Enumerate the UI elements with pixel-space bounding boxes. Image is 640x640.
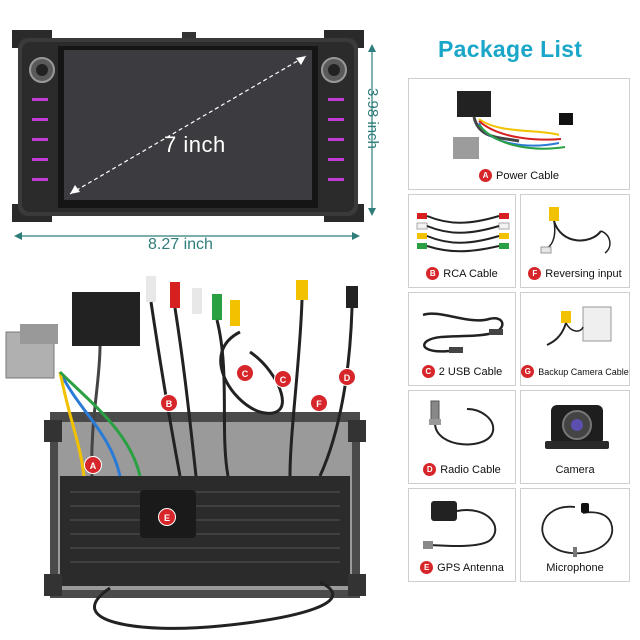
- backup-camera-cable-icon: [546, 306, 612, 346]
- badge: A: [479, 169, 492, 182]
- gps-antenna-icon: [423, 501, 497, 549]
- usb-cable-icon: [422, 312, 504, 353]
- item-camera: Camera: [520, 390, 630, 484]
- camera-icon: [545, 405, 609, 449]
- item-label: Power Cable: [496, 169, 559, 182]
- badge: G: [521, 365, 535, 378]
- item-reversing-input: F Reversing input: [520, 194, 630, 288]
- power-cable-icon: [453, 91, 573, 159]
- width-dimension-arrow: [14, 232, 360, 240]
- item-label: Microphone: [546, 562, 604, 574]
- badge: B: [426, 267, 440, 280]
- item-rca-cable: B RCA Cable: [408, 194, 516, 288]
- kit-marker-d: D: [338, 368, 356, 386]
- head-unit-frame: [12, 30, 364, 222]
- item-gps-antenna: E GPS Antenna: [408, 488, 516, 582]
- package-list-title: Package List: [438, 36, 583, 62]
- item-label: RCA Cable: [443, 267, 498, 280]
- item-usb-cable: C 2 USB Cable: [408, 292, 516, 386]
- rca-cable-icon: [416, 213, 510, 253]
- badge: E: [420, 561, 434, 574]
- item-label: 2 USB Cable: [438, 365, 503, 378]
- wiring-kit-illustration: [5, 276, 366, 630]
- width-label: 8.27 inch: [148, 236, 213, 253]
- wiring-kit-image: A B C C F D E: [0, 262, 400, 640]
- reversing-input-icon: [540, 207, 611, 254]
- item-label: Reversing input: [545, 267, 622, 280]
- badge: D: [423, 463, 437, 476]
- item-label: Backup Camera Cable: [538, 366, 629, 377]
- kit-marker-a: A: [84, 456, 102, 474]
- kit-marker-e: E: [158, 508, 176, 526]
- item-label: Radio Cable: [440, 463, 501, 476]
- microphone-icon: [541, 503, 614, 557]
- item-backup-camera-cable: G Backup Camera Cable: [520, 292, 630, 386]
- badge: F: [528, 267, 542, 280]
- item-power-cable: A Power Cable: [408, 78, 630, 190]
- radio-cable-icon: [429, 400, 495, 446]
- kit-marker-c2: C: [274, 370, 292, 388]
- height-dimension-arrow: [368, 44, 376, 216]
- screen-size-label: 7 inch: [164, 132, 226, 157]
- item-label: GPS Antenna: [437, 561, 504, 574]
- kit-marker-c1: C: [236, 364, 254, 382]
- item-label: Camera: [555, 464, 595, 476]
- item-radio-cable: D Radio Cable: [408, 390, 516, 484]
- height-label: 3.98 inch: [364, 88, 381, 149]
- kit-marker-f: F: [310, 394, 328, 412]
- kit-marker-b: B: [160, 394, 178, 412]
- badge: C: [421, 365, 435, 378]
- item-microphone: Microphone: [520, 488, 630, 582]
- head-unit-image: 7 inch: [12, 28, 364, 224]
